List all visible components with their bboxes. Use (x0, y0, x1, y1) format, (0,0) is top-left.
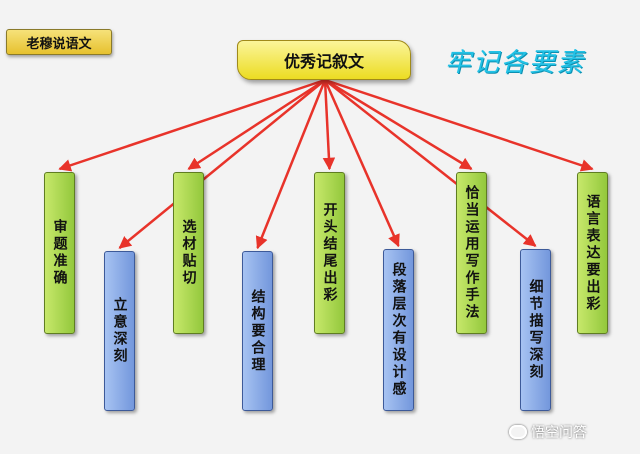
arrow-3 (187, 78, 326, 171)
node-3: 选材贴切 (173, 172, 204, 334)
node-8-label: 细节描写深刻 (527, 279, 544, 381)
node-1-label: 审题准确 (51, 219, 68, 287)
root-title-banner: 优秀记叙文 (237, 40, 411, 80)
node-9-label: 语言表达要出彩 (584, 193, 601, 313)
node-7: 恰当运用写作手法 (456, 172, 487, 334)
arrow-9 (324, 78, 594, 172)
node-6: 段落层次有设计感 (383, 249, 414, 411)
speech-bubble-icon (509, 425, 527, 439)
node-1: 审题准确 (44, 172, 75, 334)
arrow-6 (323, 79, 400, 248)
node-7-label: 恰当运用写作手法 (463, 185, 480, 321)
arrow-2 (118, 79, 326, 249)
author-badge: 老穆说语文 (6, 29, 112, 55)
watermark: 悟空问答 (509, 421, 633, 443)
node-9: 语言表达要出彩 (577, 172, 608, 334)
watermark-label: 悟空问答 (531, 425, 587, 441)
arrow-8 (324, 79, 537, 247)
arrow-1 (58, 78, 326, 172)
node-8: 细节描写深刻 (520, 249, 551, 411)
node-4: 结构要合理 (242, 251, 273, 411)
arrow-4 (255, 79, 327, 250)
node-3-label: 选材贴切 (180, 219, 197, 287)
node-5: 开头结尾出彩 (314, 172, 345, 334)
node-2-label: 立意深刻 (111, 297, 128, 365)
node-2: 立意深刻 (104, 251, 135, 411)
arrow-7 (324, 78, 473, 171)
root-title: 优秀记叙文 (283, 52, 364, 71)
slogan-text: 牢记各要素 (445, 48, 586, 78)
author-badge-label: 老穆说语文 (26, 36, 92, 52)
node-5-label: 开头结尾出彩 (321, 202, 338, 304)
node-4-label: 结构要合理 (249, 288, 266, 374)
arrow-5 (322, 79, 336, 171)
node-6-label: 段落层次有设计感 (390, 262, 407, 398)
